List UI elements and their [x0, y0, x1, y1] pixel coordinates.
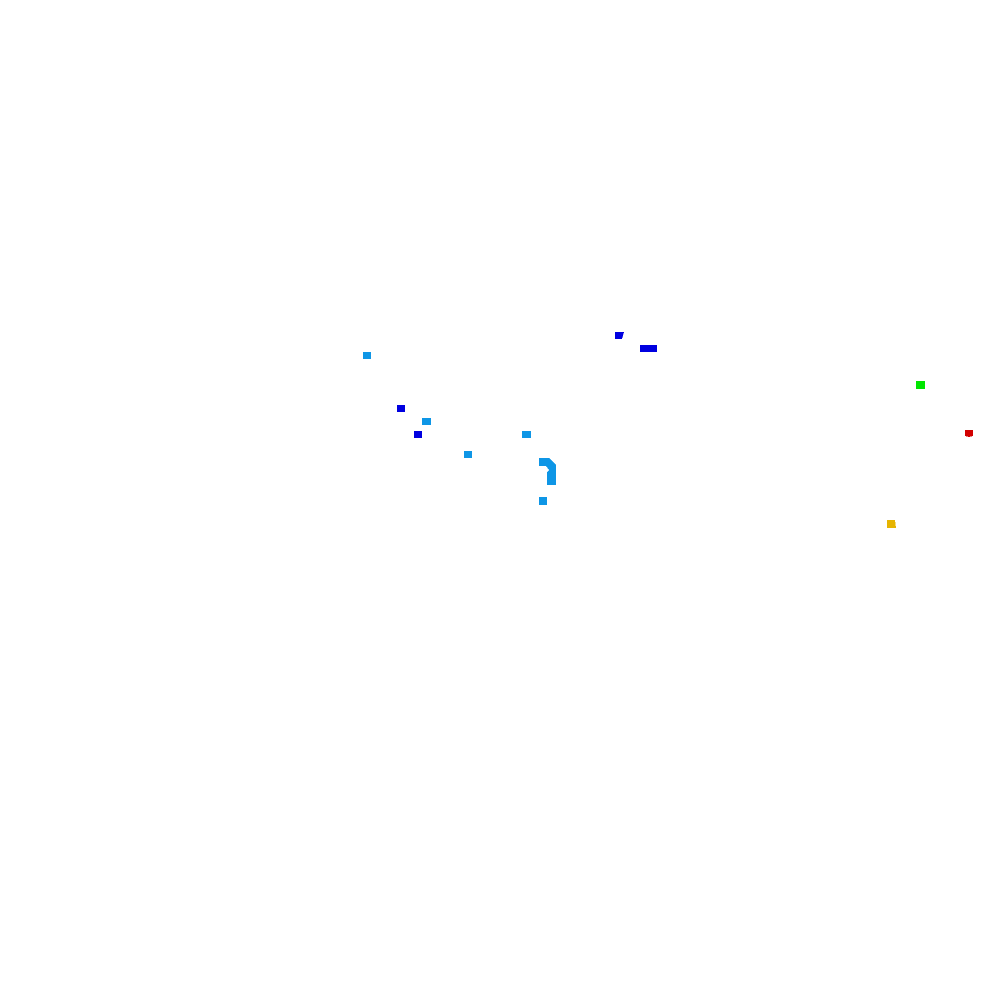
map-point-marker[interactable] — [414, 431, 422, 438]
feature-layer — [363, 332, 973, 528]
map-segment-marker[interactable] — [640, 345, 657, 352]
map-point-marker[interactable] — [916, 381, 925, 389]
map-point-marker[interactable] — [363, 352, 371, 359]
map-point-marker[interactable] — [464, 451, 472, 458]
map-point-marker[interactable] — [397, 405, 405, 412]
map-point-marker[interactable] — [422, 418, 431, 425]
map-point-marker[interactable] — [965, 430, 973, 437]
map-point-marker[interactable] — [887, 520, 896, 528]
map-point-marker[interactable] — [522, 431, 531, 438]
map-point-marker[interactable] — [615, 332, 624, 339]
map-track-marker[interactable] — [539, 458, 556, 485]
map-point-marker[interactable] — [539, 497, 547, 505]
